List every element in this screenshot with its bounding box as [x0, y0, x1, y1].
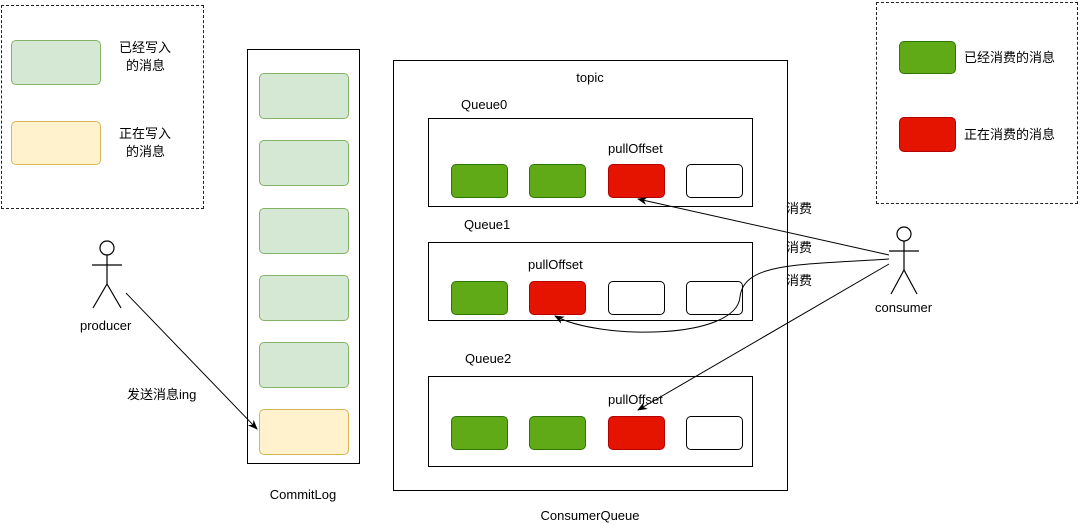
commitlog-label: CommitLog [269, 487, 337, 502]
queue2-cell-consumed [451, 416, 508, 450]
legend-consumed-label: 已经消费的消息 [964, 50, 1056, 65]
queue2-cell-consumed [529, 416, 586, 450]
consume-arrow-queue1 [554, 258, 890, 333]
queue2-cell-empty [686, 416, 743, 450]
produce-arrow [125, 292, 258, 430]
queue1-name: Queue1 [464, 217, 511, 232]
commitlog-cell-written [259, 275, 349, 321]
legend-left [1, 5, 204, 209]
queue1-cell-empty [686, 281, 743, 315]
queue2-cell-consuming [608, 416, 665, 450]
legend-written-swatch [11, 40, 101, 85]
legend-consuming-swatch [899, 117, 956, 152]
producer-label: producer [80, 318, 132, 333]
commitlog-cell-written [259, 73, 349, 119]
consumer-queue-container [393, 60, 788, 491]
legend-written-label-1: 已经写入 [119, 40, 172, 55]
queue0-cell-consumed [529, 164, 586, 198]
legend-consuming-label: 正在消费的消息 [964, 127, 1056, 142]
legend-writing-label-2: 的消息 [126, 144, 166, 159]
producer-figure-icon [92, 240, 122, 309]
queue0-name: Queue0 [461, 97, 508, 112]
producer-edge-label: 发送消息ing [127, 387, 197, 402]
legend-consumed-swatch [899, 41, 956, 74]
queue1-cell-consumed [451, 281, 508, 315]
queue1-pointer-label: pullOffset [528, 257, 583, 272]
legend-written-label-2: 的消息 [126, 58, 166, 73]
legend-writing-swatch [11, 121, 101, 165]
commitlog-container [247, 49, 360, 464]
consumer-edge-label-3: 消费 [786, 273, 813, 288]
legend-writing-label-1: 正在写入 [119, 126, 172, 141]
consumer-figure-icon [889, 226, 919, 295]
queue0-cell-empty [686, 164, 743, 198]
commitlog-cell-writing [259, 409, 349, 455]
topic-label: topic [576, 70, 604, 85]
commitlog-cell-written [259, 342, 349, 388]
consume-arrow-queue0 [637, 197, 890, 256]
commitlog-cell-written [259, 140, 349, 186]
queue2-name: Queue2 [465, 351, 512, 366]
queue1-cell-consuming [529, 281, 586, 315]
commitlog-cell-written [259, 208, 349, 254]
queue0-pointer-label: pullOffset [608, 141, 663, 156]
consumer-edge-label-1: 消费 [786, 201, 813, 216]
queue0-cell-consuming [608, 164, 665, 198]
consumer-queue-label: ConsumerQueue [540, 508, 640, 523]
queue1-box [428, 242, 753, 321]
legend-right [876, 2, 1078, 204]
queue0-cell-consumed [451, 164, 508, 198]
queue2-box [428, 376, 753, 467]
consumer-edge-label-2: 消费 [786, 240, 813, 255]
consume-arrow-queue2 [637, 263, 890, 411]
queue1-cell-empty [608, 281, 665, 315]
consumer-label: consumer [875, 300, 933, 315]
queue0-box [428, 118, 753, 207]
